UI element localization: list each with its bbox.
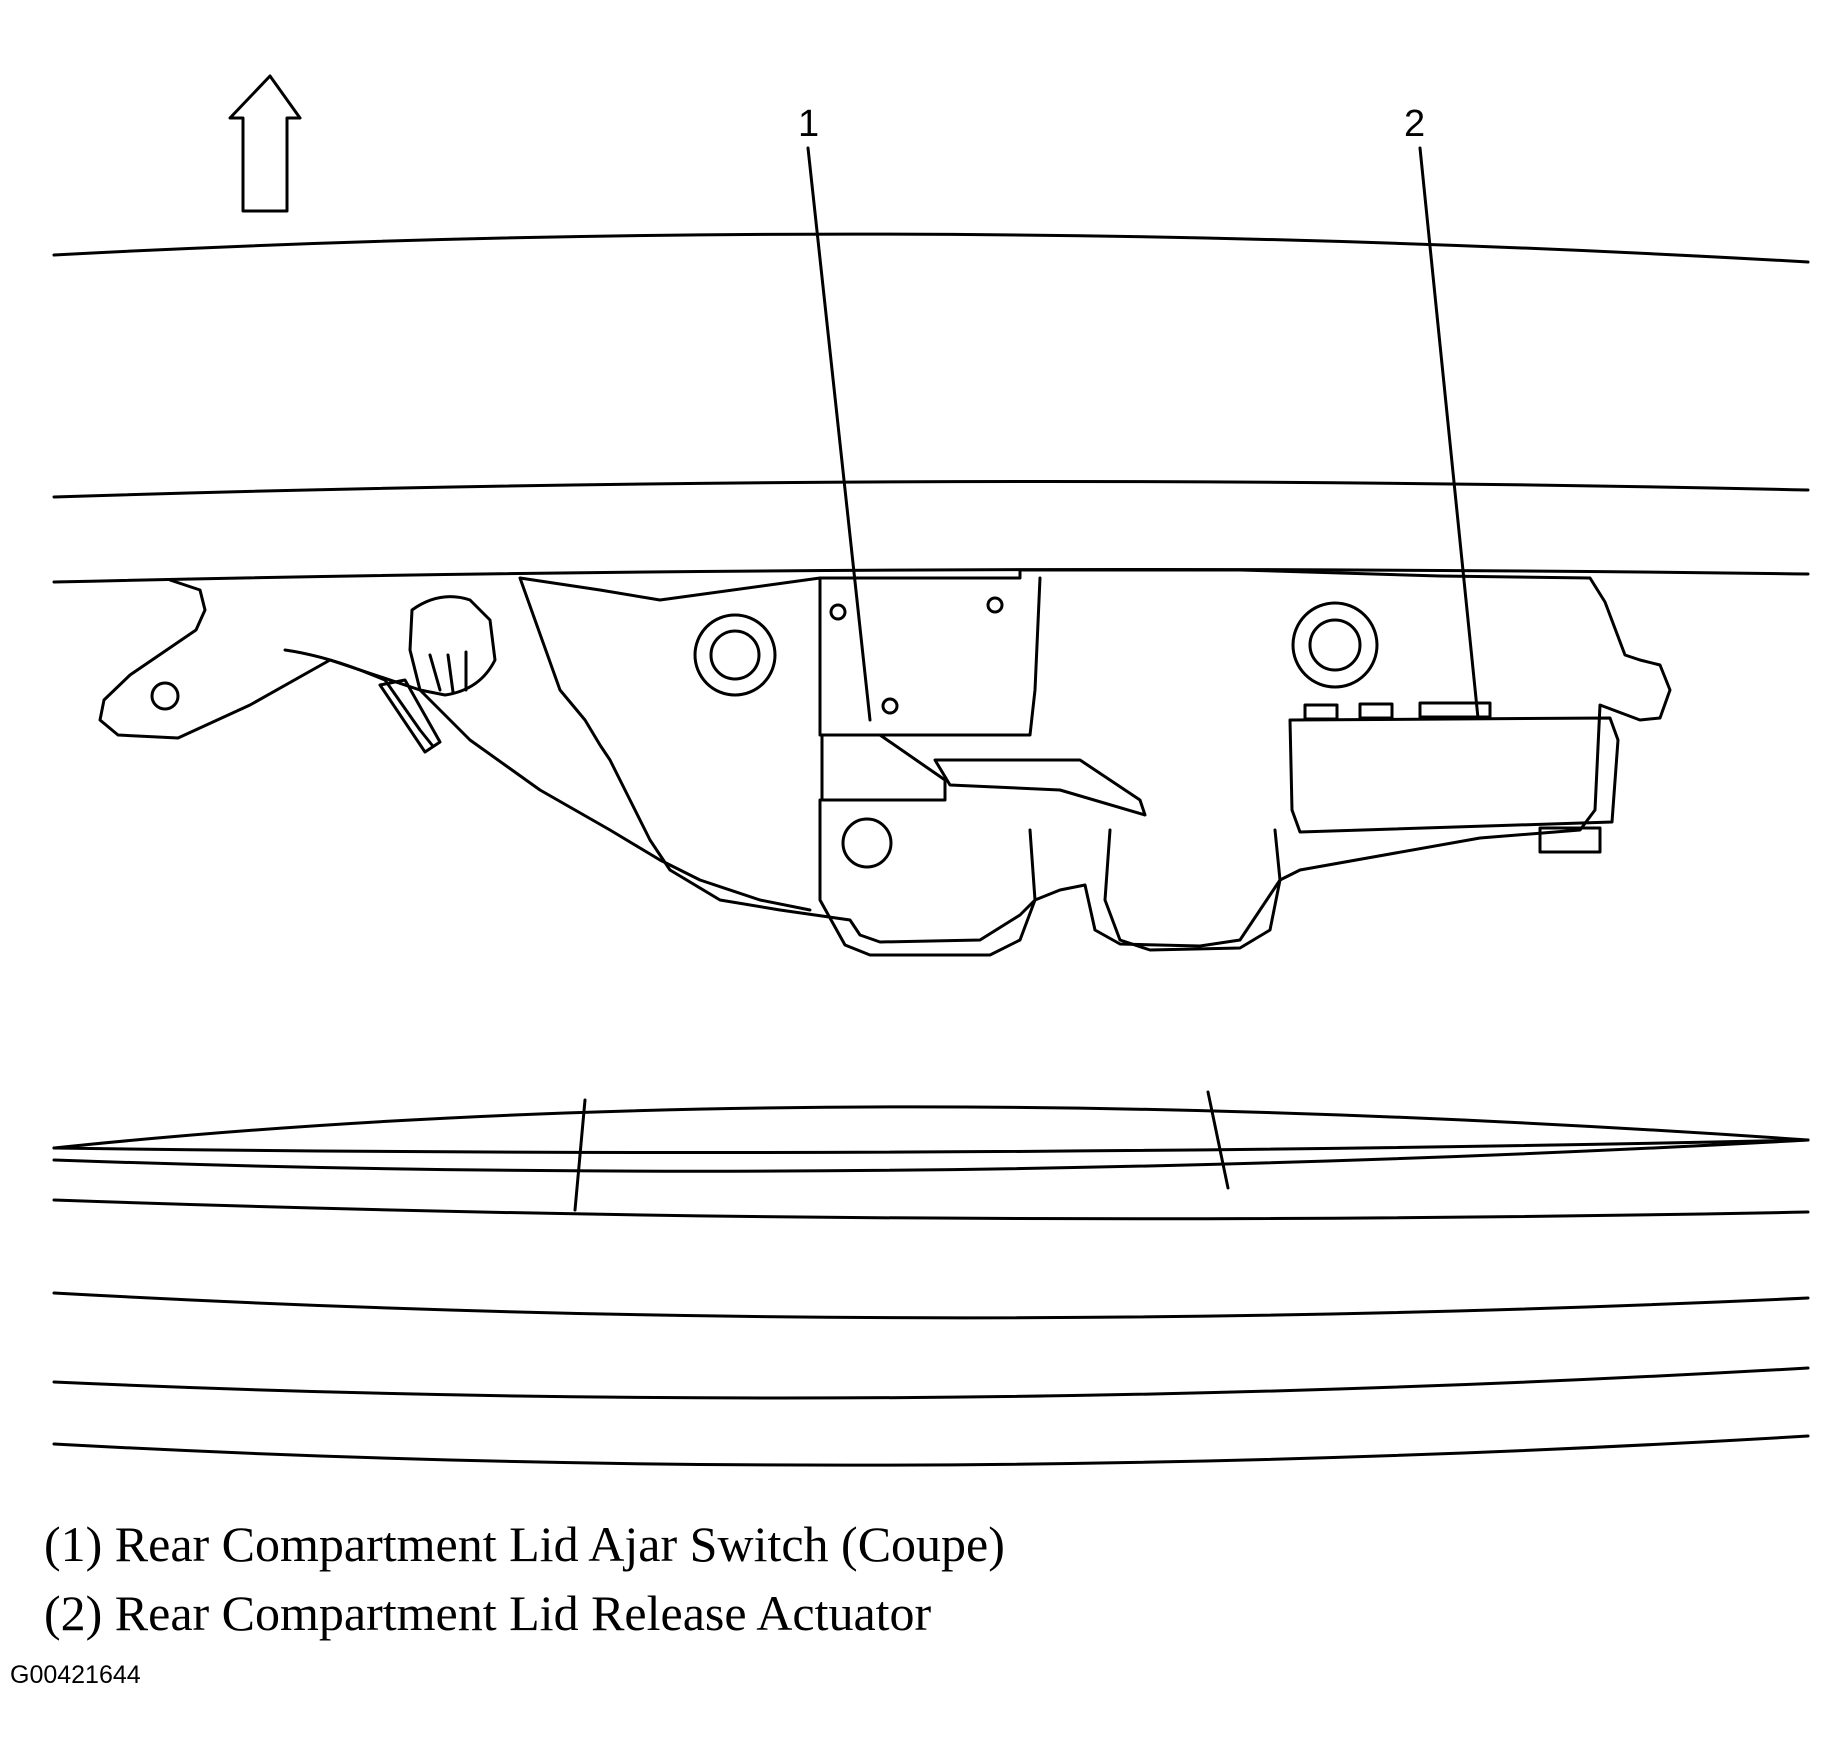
- callout-leader-2: [1418, 146, 1480, 720]
- release-actuator: [1288, 716, 1620, 834]
- bumper-knob: [408, 595, 497, 697]
- actuator-connector: [1538, 826, 1602, 854]
- switch-screw-2: [986, 596, 1004, 614]
- panel-line-lower-7: [52, 1434, 1810, 1467]
- panel-line-lower-2: [52, 1138, 1810, 1154]
- legend-item-1: (1) Rear Compartment Lid Ajar Switch (Co…: [44, 1516, 1005, 1572]
- switch-screw-3: [881, 697, 899, 715]
- latch-housing: [518, 568, 1672, 948]
- panel-line-lower-1: [52, 1105, 1810, 1150]
- latch-claw-right: [1103, 828, 1282, 952]
- callout-1-label: 1: [798, 103, 819, 145]
- direction-arrow-icon: [228, 74, 302, 213]
- mounting-bolt-left: [693, 613, 777, 697]
- callout-2-label: 2: [1404, 103, 1425, 145]
- panel-line-top-1: [52, 232, 1810, 264]
- mounting-bolt-right: [1291, 601, 1379, 689]
- panel-line-lower-4: [52, 1198, 1810, 1221]
- bracket-hole: [150, 681, 180, 711]
- panel-line-lower-6: [52, 1366, 1810, 1400]
- latch-cable-end: [378, 678, 442, 754]
- panel-line-lower-3: [52, 1138, 1810, 1173]
- panel-divider-left: [573, 1098, 587, 1212]
- mounting-bolt-left-inner: [709, 629, 761, 681]
- panel-divider-right: [1206, 1090, 1230, 1190]
- latch-claw-left: [818, 798, 1037, 957]
- actuator-tab-2: [1358, 702, 1394, 720]
- bumper-knob-detail: [428, 650, 468, 694]
- panel-line-top-2: [52, 479, 1810, 499]
- mounting-bolt-right-inner: [1308, 618, 1362, 672]
- ajar-switch: [820, 733, 947, 802]
- latch-cable: [283, 648, 434, 747]
- panel-line-lower-5: [52, 1291, 1810, 1320]
- legend-item-2: (2) Rear Compartment Lid Release Actuato…: [44, 1585, 932, 1641]
- switch-plate: [818, 576, 1042, 737]
- latch-nut: [841, 817, 893, 869]
- actuator-tab-3: [1418, 701, 1492, 719]
- switch-screw-1: [829, 603, 847, 621]
- ajar-switch-lever: [933, 758, 1147, 817]
- callout-leader-1: [806, 146, 872, 722]
- panel-line-top-3: [52, 568, 1810, 584]
- actuator-tab-1: [1303, 703, 1339, 721]
- figure-code: G00421644: [10, 1661, 141, 1689]
- latch-bracket: [98, 578, 812, 912]
